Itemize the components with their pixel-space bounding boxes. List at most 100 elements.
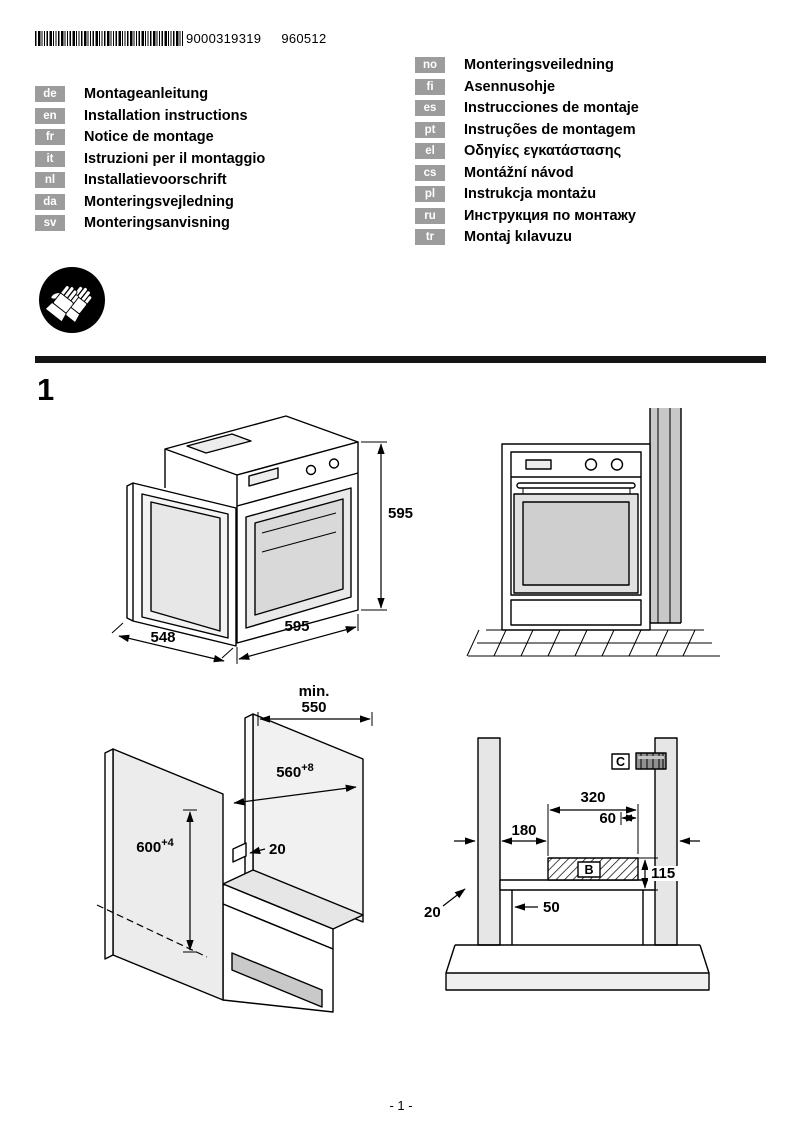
barcode-number: 9000319319: [186, 30, 262, 46]
language-row: it Istruzioni per il montaggio: [35, 150, 266, 167]
oven-knob: [328, 458, 340, 469]
language-row: no Monteringsveiledning: [415, 57, 639, 73]
dim-niche-height: 600+4: [136, 837, 174, 856]
language-code-badge: es: [415, 100, 445, 116]
dim-oven-width: 595: [284, 618, 309, 635]
language-row: pl Instrukcja montażu: [415, 186, 639, 202]
figure-cabinet-niche-dimensions: min. 550 560+8 600+4 20: [136, 683, 373, 953]
figure-oven-3d-dimensions: 595 595 548: [111, 441, 413, 664]
language-row: pt Instruções de montagem: [415, 121, 639, 138]
language-row: es Instrucciones de montaje: [415, 100, 639, 116]
language-row: en Installation instructions: [35, 107, 265, 124]
language-title: Instrucciones de montaje: [464, 100, 639, 116]
figure-cabinet-niche-3d: [96, 713, 364, 1013]
base-drawer-front: [510, 599, 642, 626]
language-code-badge: it: [35, 150, 65, 167]
figure-oven-3d: [126, 415, 359, 647]
language-list-right: no Monteringsveiledning fi Asennusohje e…: [415, 57, 639, 245]
language-list-left: de Montageanleitung en Installation inst…: [35, 86, 265, 231]
language-code-badge: da: [35, 193, 65, 210]
dim-50: 50: [543, 899, 560, 916]
dim-niche-width: 560+8: [276, 762, 314, 781]
language-row: tr Montaj kılavuzu: [415, 229, 639, 245]
language-title: Montaj kılavuzu: [464, 229, 572, 245]
rear-gap-step: [232, 842, 247, 863]
protective-gloves-icon: [39, 267, 105, 333]
wall: [650, 408, 681, 623]
dim-20: 20: [424, 904, 441, 921]
oven-handle: [516, 482, 636, 489]
label-c: C: [616, 755, 625, 769]
floor-tiles: [466, 629, 720, 657]
language-code-badge: cs: [415, 164, 445, 181]
language-title: Installation instructions: [84, 107, 248, 124]
base-bar: [445, 972, 710, 991]
language-row: sv Monteringsanvisning: [35, 215, 265, 231]
oven-knob: [610, 458, 624, 471]
language-code-badge: el: [415, 143, 445, 159]
label-box-b: [577, 861, 601, 878]
language-code-badge: fi: [415, 78, 445, 95]
language-title: Instruções de montagem: [464, 121, 636, 138]
oven-top-vent: [186, 433, 252, 454]
dim-oven-height: 595: [388, 505, 413, 522]
dim-320: 320: [580, 789, 605, 806]
print-code: 960512: [281, 30, 327, 46]
oven-display: [248, 467, 279, 487]
language-title: Monteringsveiledning: [464, 57, 614, 73]
left-side-panel: [477, 737, 501, 946]
language-code-badge: ru: [415, 207, 445, 224]
language-title: Montageanleitung: [84, 86, 209, 102]
dim-180: 180: [511, 822, 536, 839]
dim-60: 60: [599, 810, 616, 827]
language-code-badge: de: [35, 86, 65, 102]
language-code-badge: pl: [415, 186, 445, 202]
dim-depth-min-label: min.: [299, 683, 330, 700]
language-code-badge: nl: [35, 172, 65, 188]
niche-floor-board: [499, 879, 656, 891]
dim-115: 115: [651, 865, 675, 882]
barcode-image: [35, 30, 183, 46]
language-row: ru Инструкция по монтажу: [415, 207, 639, 224]
language-title: Notice de montage: [84, 129, 214, 145]
label-box-c: [611, 753, 630, 770]
oven-knob: [584, 458, 598, 471]
language-code-badge: tr: [415, 229, 445, 245]
technical-figures: 595 595 548: [96, 408, 720, 1013]
language-row: fi Asennusohje: [415, 78, 639, 95]
language-title: Инструкция по монтажу: [464, 207, 636, 224]
dim-rear-gap: 20: [269, 841, 286, 858]
language-title: Instrukcja montażu: [464, 186, 597, 202]
gloves-drawing: [44, 285, 93, 324]
figure-cross-section-dimensions: 320 60 180 115 50 20: [424, 789, 700, 921]
barcode-row: 9000319319 960512: [35, 30, 327, 46]
language-row: el Οδηγίες εγκατάστασης: [415, 143, 639, 159]
section-divider-bar: [35, 356, 766, 363]
figure-cross-section: C B: [445, 737, 710, 991]
language-code-badge: sv: [35, 215, 65, 231]
figure-oven-installed: [466, 408, 720, 657]
oven-display: [525, 459, 552, 470]
language-title: Monteringsanvisning: [84, 215, 230, 231]
dim-oven-depth: 548: [150, 629, 175, 646]
language-row: de Montageanleitung: [35, 86, 265, 102]
language-title: Istruzioni per il montaggio: [84, 150, 266, 167]
label-b: B: [584, 863, 593, 877]
language-row: da Monteringsvejledning: [35, 193, 265, 210]
language-title: Monteringsvejledning: [84, 193, 234, 210]
language-row: cs Montážní návod: [415, 164, 639, 181]
language-title: Installatievoorschrift: [84, 172, 227, 188]
terminal-block-photo: [635, 752, 667, 770]
language-code-badge: no: [415, 57, 445, 73]
page-number: - 1 -: [389, 1098, 413, 1113]
oven-knob: [305, 464, 317, 476]
language-code-badge: en: [35, 107, 65, 124]
language-row: fr Notice de montage: [35, 129, 265, 145]
language-code-badge: pt: [415, 121, 445, 138]
figure-section-number: 1: [37, 372, 55, 407]
language-title: Οδηγίες εγκατάστασης: [464, 143, 622, 159]
language-title: Montážní návod: [464, 164, 574, 181]
niche-left-panel: [112, 748, 224, 1001]
language-title: Asennusohje: [464, 78, 556, 95]
